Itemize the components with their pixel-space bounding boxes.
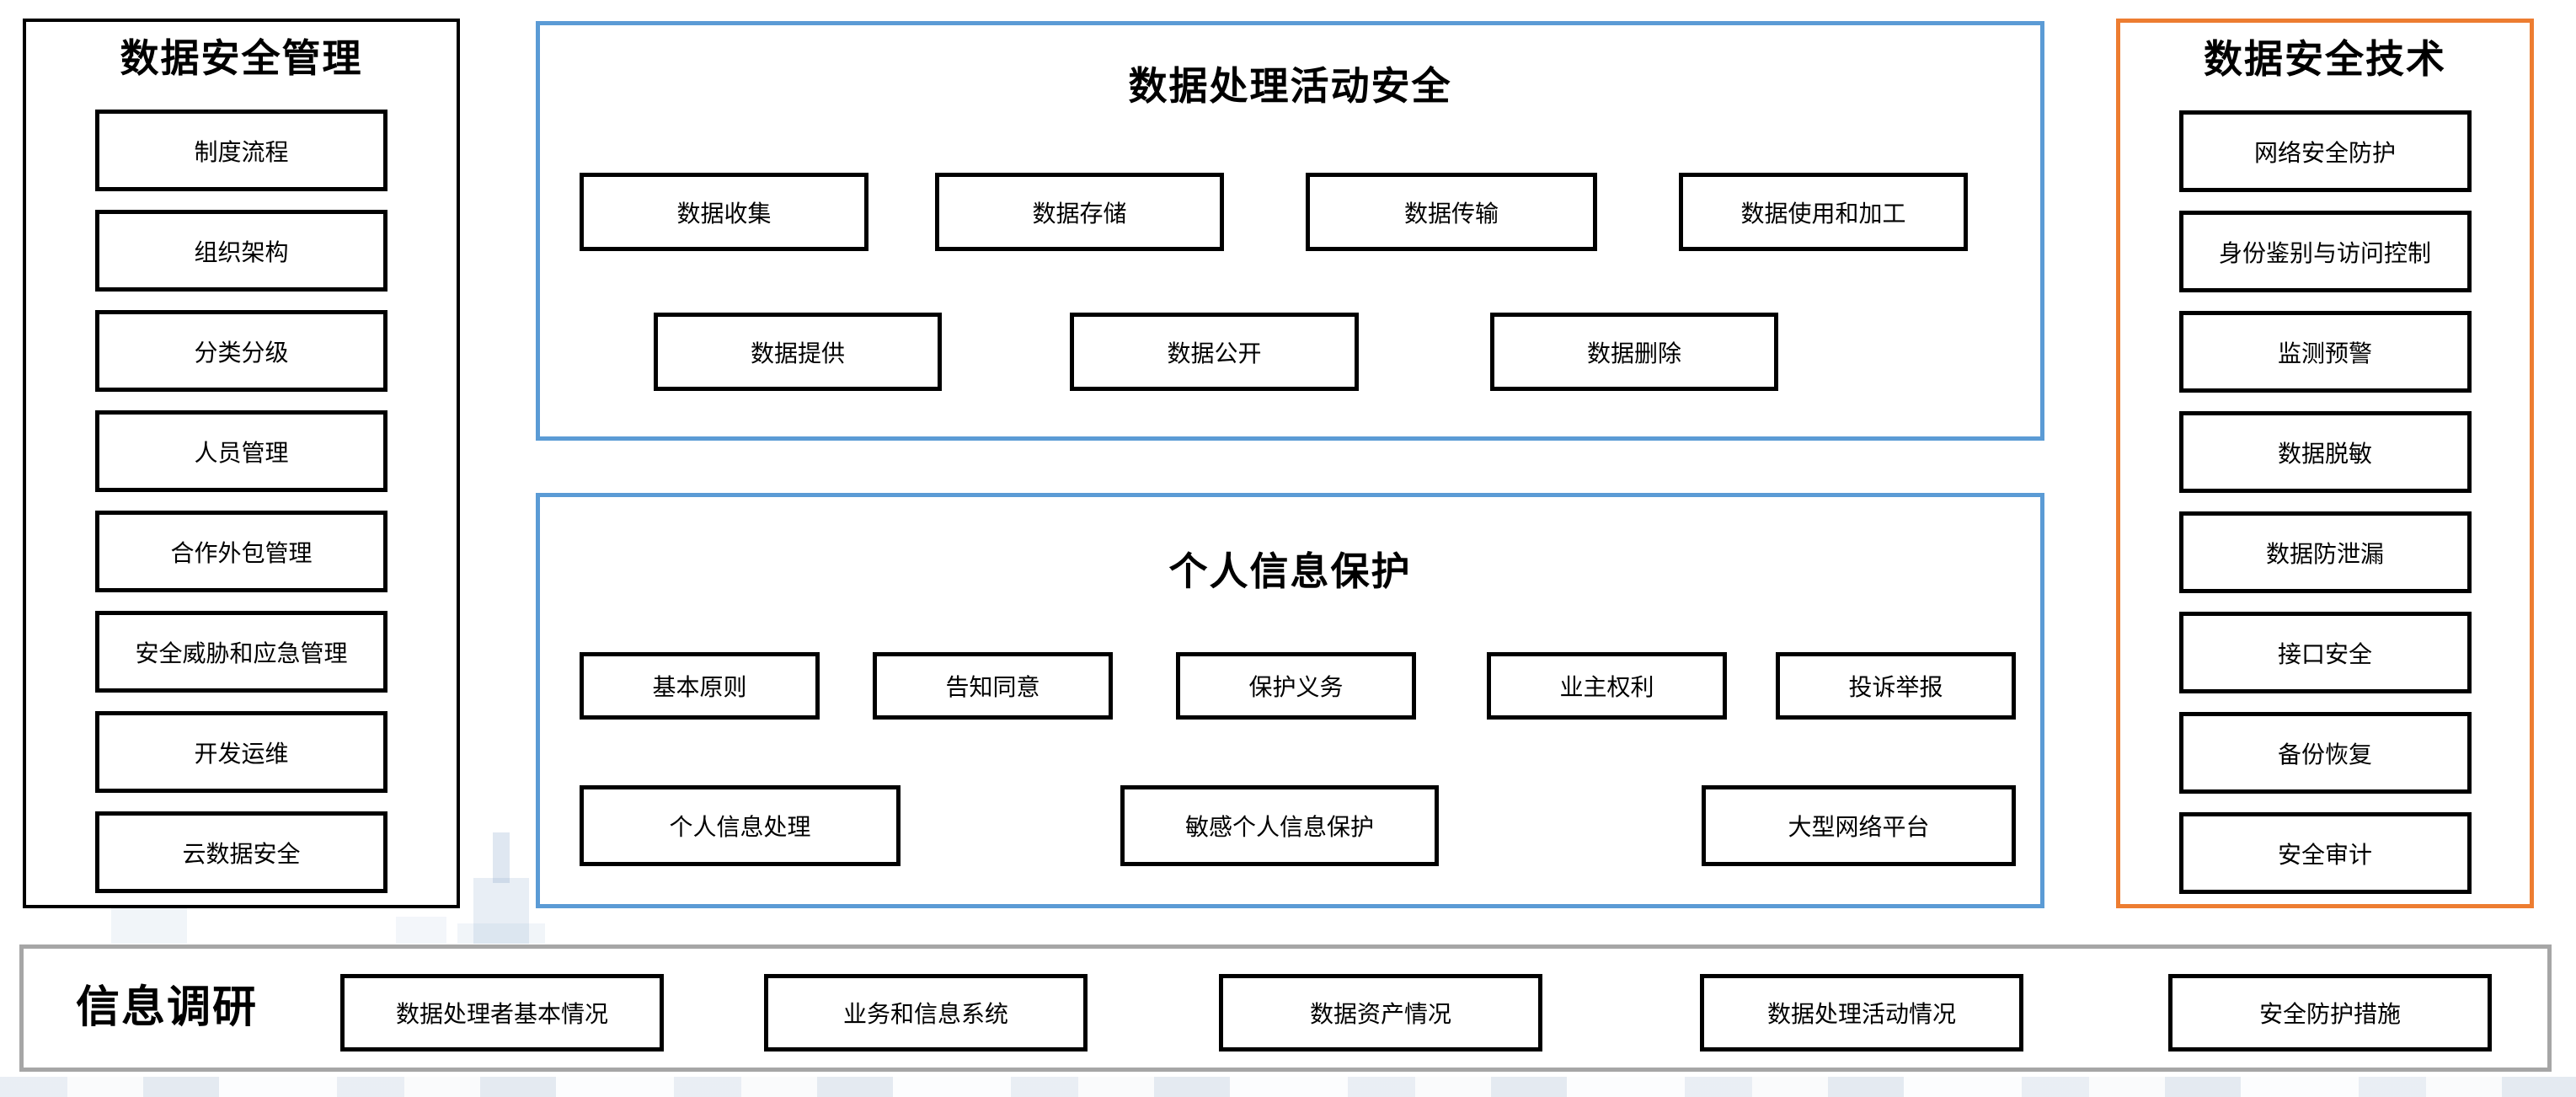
management-item: 组织架构 [95, 210, 387, 292]
personal-panel-title: 个人信息保护 [1168, 549, 1412, 593]
watermark-block [111, 903, 187, 944]
management-item: 制度流程 [95, 110, 387, 191]
personal-item: 个人信息处理 [580, 785, 901, 866]
panel-data-security-management: 数据安全管理 制度流程 组织架构 分类分级 人员管理 合作外包管理 安全威胁和应… [23, 19, 460, 908]
watermark-tower-base [457, 923, 545, 944]
management-item: 安全威胁和应急管理 [95, 611, 387, 693]
technology-item: 身份鉴别与访问控制 [2178, 211, 2472, 292]
processing-item: 数据提供 [654, 313, 942, 391]
management-item: 开发运维 [95, 711, 387, 793]
research-item: 数据处理活动情况 [1700, 974, 2023, 1052]
personal-item: 保护义务 [1176, 652, 1416, 720]
processing-item: 数据删除 [1490, 313, 1778, 391]
technology-item: 监测预警 [2178, 311, 2472, 393]
personal-item: 告知同意 [873, 652, 1113, 720]
watermark-tower-body [473, 878, 529, 944]
management-item: 人员管理 [95, 410, 387, 492]
panel-data-processing-activity-security: 数据处理活动安全 数据收集 数据存储 数据传输 数据使用和加工 数据提供 数据公… [536, 21, 2044, 441]
research-item: 安全防护措施 [2168, 974, 2492, 1052]
processing-item: 数据使用和加工 [1679, 173, 1968, 251]
personal-item: 业主权利 [1487, 652, 1727, 720]
processing-item: 数据存储 [935, 173, 1224, 251]
management-panel-title: 数据安全管理 [120, 36, 363, 80]
personal-item: 基本原则 [580, 652, 820, 720]
panel-information-research: 信息调研 数据处理者基本情况 业务和信息系统 数据资产情况 数据处理活动情况 安… [19, 944, 2552, 1072]
technology-item: 数据防泄漏 [2178, 511, 2472, 593]
research-item: 数据处理者基本情况 [340, 974, 664, 1052]
personal-item: 投诉举报 [1776, 652, 2016, 720]
watermark-skyline-strip [0, 1077, 2576, 1097]
personal-item: 敏感个人信息保护 [1120, 785, 1439, 866]
technology-item: 数据脱敏 [2178, 411, 2472, 493]
research-item: 业务和信息系统 [764, 974, 1088, 1052]
technology-item-list: 网络安全防护 身份鉴别与访问控制 监测预警 数据脱敏 数据防泄漏 接口安全 备份… [2178, 110, 2472, 894]
management-item: 分类分级 [95, 310, 387, 392]
research-panel-title: 信息调研 [76, 983, 259, 1032]
panel-data-security-technology: 数据安全技术 网络安全防护 身份鉴别与访问控制 监测预警 数据脱敏 数据防泄漏 … [2116, 19, 2534, 908]
technology-item: 备份恢复 [2178, 712, 2472, 794]
technology-panel-title: 数据安全技术 [2204, 37, 2446, 81]
watermark-block [396, 917, 446, 944]
processing-item: 数据收集 [580, 173, 868, 251]
processing-panel-title: 数据处理活动安全 [1128, 64, 1452, 108]
technology-item: 网络安全防护 [2178, 110, 2472, 192]
processing-item: 数据传输 [1306, 173, 1597, 251]
research-item: 数据资产情况 [1219, 974, 1542, 1052]
watermark-tower-spire [493, 832, 510, 883]
management-item: 云数据安全 [95, 811, 387, 893]
personal-item: 大型网络平台 [1702, 785, 2016, 866]
panel-personal-information-protection: 个人信息保护 基本原则 告知同意 保护义务 业主权利 投诉举报 个人信息处理 敏… [536, 493, 2044, 908]
management-item-list: 制度流程 组织架构 分类分级 人员管理 合作外包管理 安全威胁和应急管理 开发运… [95, 110, 387, 893]
technology-item: 安全审计 [2178, 812, 2472, 894]
processing-item: 数据公开 [1070, 313, 1359, 391]
management-item: 合作外包管理 [95, 511, 387, 592]
technology-item: 接口安全 [2178, 612, 2472, 693]
